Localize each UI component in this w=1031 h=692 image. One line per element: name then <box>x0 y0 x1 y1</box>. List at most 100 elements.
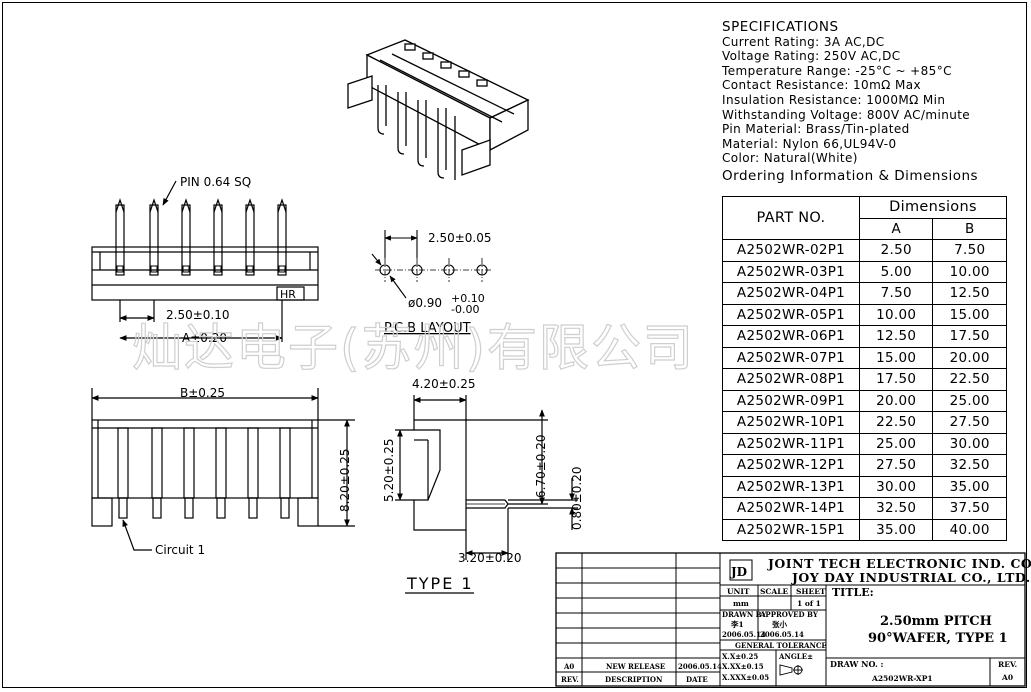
drawn-by-label: DRAWN BY <box>722 610 767 619</box>
dimension-b-cell: 12.50 <box>932 282 1007 305</box>
part-number-cell: A2502WR-03P1 <box>722 260 860 283</box>
tolerance-1: X.X±0.25 <box>722 652 758 661</box>
ordering-heading: Ordering Information & Dimensions <box>722 167 979 184</box>
column-rev: REV. <box>561 675 579 684</box>
pin-size-label: PIN 0.64 SQ <box>180 175 251 189</box>
dimension-b-cell: 15.00 <box>932 303 1007 326</box>
spec-line: Color: Natural(White) <box>722 151 858 166</box>
pcb-layout <box>371 230 492 299</box>
draw-number-value: A2502WR-XP1 <box>871 674 933 683</box>
part-number-cell: A2502WR-12P1 <box>722 454 860 477</box>
isometric-connector-view <box>347 39 530 180</box>
circuit-1-label: Circuit 1 <box>155 543 205 557</box>
pin-length-dimension: 3.20±0.20 <box>458 551 522 565</box>
side-width-dimension: 4.20±0.25 <box>412 377 476 391</box>
part-number-cell: A2502WR-02P1 <box>722 239 860 262</box>
dimension-b-cell: 40.00 <box>932 518 1007 541</box>
part-number-cell: A2502WR-05P1 <box>722 303 860 326</box>
part-number-cell: A2502WR-14P1 <box>722 497 860 520</box>
dimension-a-cell: 32.50 <box>858 497 934 520</box>
part-number-cell: A2502WR-09P1 <box>722 389 860 412</box>
draw-number-label: DRAW NO. : <box>830 659 884 669</box>
unit-label: UNIT <box>727 587 750 596</box>
revision-label: REV. <box>998 660 1017 669</box>
history-rev: A0 <box>563 662 574 671</box>
dimension-b-header: B <box>932 217 1007 240</box>
front-pin-squares <box>116 265 286 273</box>
dimension-a-cell: 22.50 <box>858 411 934 434</box>
dimension-a-cell: 20.00 <box>858 389 934 412</box>
dimension-b-cell: 17.50 <box>932 325 1007 348</box>
dimension-b-cell: 30.00 <box>932 432 1007 455</box>
a-dimension: A±0.20 <box>182 331 227 345</box>
history-date: 2006.05.14 <box>678 662 722 671</box>
spec-line: Pin Material: Brass/Tin-plated <box>722 122 910 137</box>
part-number-cell: A2502WR-08P1 <box>722 368 860 391</box>
dimension-a-cell: 25.00 <box>858 432 934 455</box>
projection-symbol <box>779 664 803 676</box>
specifications-block: SPECIFICATIONS Current Rating: 3A AC,DC … <box>722 20 978 184</box>
spec-line: Current Rating: 3A AC,DC <box>722 34 885 49</box>
column-date: DATE <box>686 675 708 684</box>
dimension-b-cell: 35.00 <box>932 475 1007 498</box>
tolerance-3: X.XXX±0.05 <box>722 673 769 682</box>
spec-line: Voltage Rating: 250V AC,DC <box>722 49 901 64</box>
dimension-b-cell: 25.00 <box>932 389 1007 412</box>
dimension-b-cell: 27.50 <box>932 411 1007 434</box>
b-dimension: B±0.25 <box>180 386 225 400</box>
pcb-hole-dimension: ø0.90 <box>408 296 442 310</box>
dimension-a-header: A <box>858 217 934 240</box>
pcb-pitch-dimension: 2.50±0.05 <box>428 231 492 245</box>
dimension-a-cell: 5.00 <box>858 260 934 283</box>
specifications-heading: SPECIFICATIONS <box>722 19 839 35</box>
pin-thickness-dimension: 0.80±0.20 <box>570 467 584 531</box>
dimension-b-cell: 32.50 <box>932 454 1007 477</box>
dimension-b-cell: 37.50 <box>932 497 1007 520</box>
side-view <box>395 395 578 594</box>
dimension-b-cell: 10.00 <box>932 260 1007 283</box>
height-dimension: 8.20±0.25 <box>338 449 352 513</box>
title-line-1: 2.50mm PITCH <box>880 614 992 629</box>
approved-by-label: APPROVED BY <box>759 610 819 619</box>
approved-date: 2006.05.14 <box>760 630 804 639</box>
part-number-cell: A2502WR-15P1 <box>722 518 860 541</box>
drawn-by-name: 李1 <box>730 619 744 629</box>
part-number-cell: A2502WR-04P1 <box>722 282 860 305</box>
spec-line: Insulation Resistance: 1000MΩ Min <box>722 92 946 107</box>
dimension-b-cell: 20.00 <box>932 346 1007 369</box>
part-number-header: PART NO. <box>722 196 860 240</box>
side-height-dimension: 5.20±0.25 <box>382 439 396 503</box>
part-number-cell: A2502WR-06P1 <box>722 325 860 348</box>
dimension-a-cell: 10.00 <box>858 303 934 326</box>
bottom-view <box>91 388 355 551</box>
dimension-a-cell: 17.50 <box>858 368 934 391</box>
revision-value: A0 <box>1001 673 1013 682</box>
front-pins <box>115 198 287 276</box>
pin-height-dimension: 6.70±0.20 <box>534 435 548 499</box>
dimensions-header: Dimensions <box>859 196 1007 219</box>
pcb-layout-title: P.C.B LAYOUT <box>384 321 471 336</box>
dimension-a-cell: 35.00 <box>858 518 934 541</box>
dimension-a-cell: 12.50 <box>858 325 934 348</box>
watermark-text: 灿达电子(苏州)有限公司 <box>132 319 695 377</box>
company-logo: JD <box>730 565 747 579</box>
spec-line: Withstanding Voltage: 800V AC/minute <box>722 107 971 122</box>
hr-marking: HR <box>280 288 296 301</box>
dimension-a-cell: 27.50 <box>858 454 934 477</box>
dimension-b-cell: 7.50 <box>932 239 1007 262</box>
part-number-cell: A2502WR-11P1 <box>722 432 860 455</box>
